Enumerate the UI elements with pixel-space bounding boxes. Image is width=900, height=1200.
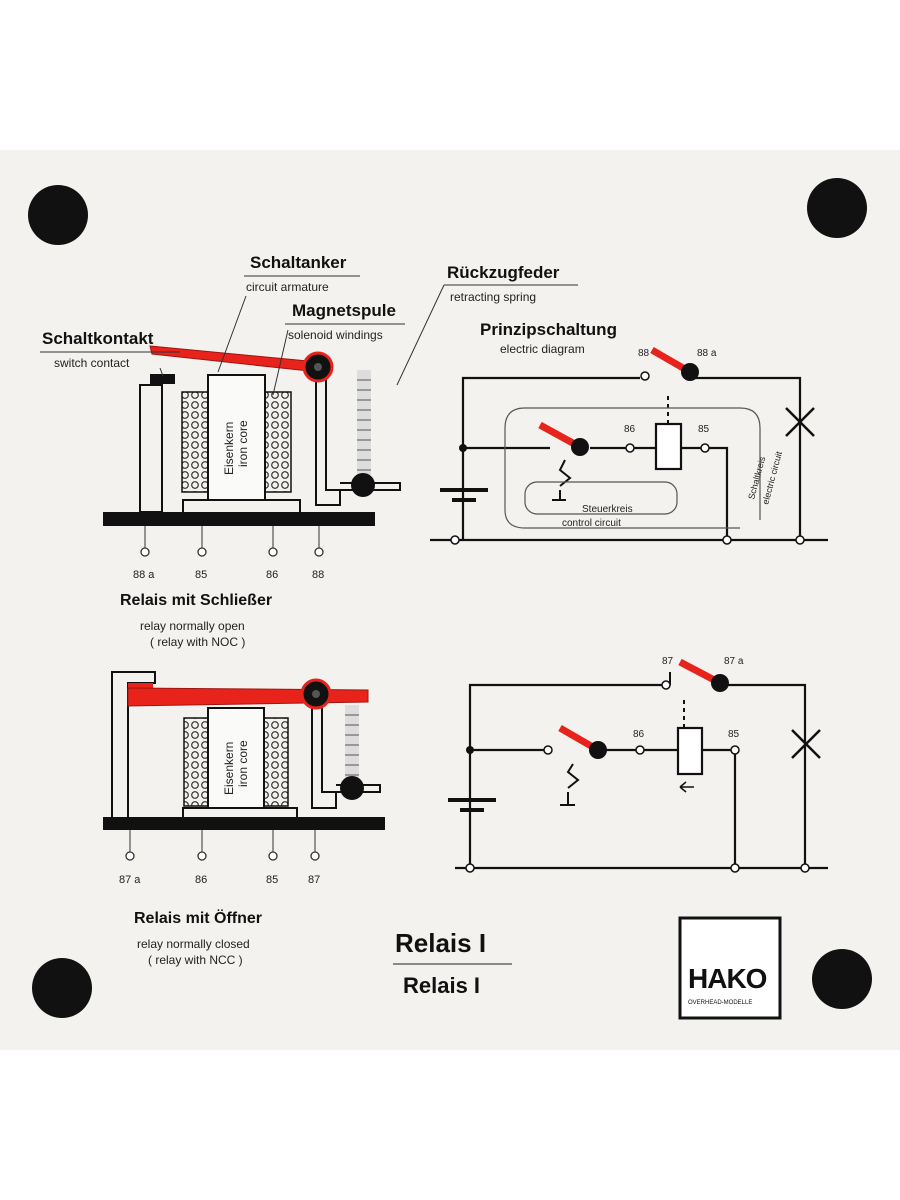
panel-background bbox=[0, 150, 900, 1050]
relay-nc-subtitle: ( relay with NCC ) bbox=[148, 953, 243, 967]
circuit-armature bbox=[149, 345, 319, 373]
control-circuit-label: control circuit bbox=[562, 518, 621, 529]
magnetspule-label: Magnetspule bbox=[292, 301, 396, 320]
mounting-hole bbox=[28, 185, 88, 245]
logo-text: HAKO bbox=[688, 963, 767, 994]
circuit-terminal-label: 87 a bbox=[724, 656, 744, 667]
steuerkreis-label: Steuerkreis bbox=[582, 504, 633, 515]
circuit-terminal-label: 88 bbox=[638, 348, 650, 359]
terminal bbox=[197, 851, 207, 861]
relay-coil-symbol bbox=[654, 422, 683, 471]
iron-core-label: iron core bbox=[236, 420, 250, 467]
relay-no-subtitle: relay normally open bbox=[140, 619, 245, 633]
footer-title: Relais I bbox=[395, 928, 486, 958]
circuit-armature bbox=[127, 687, 369, 707]
terminal-label: 88 bbox=[312, 569, 324, 581]
relay-nc-subtitle: relay normally closed bbox=[137, 937, 250, 951]
electric-diagram-label: electric diagram bbox=[500, 342, 585, 356]
circuit-armature-label: circuit armature bbox=[246, 280, 329, 294]
iron-core-label: iron core bbox=[236, 740, 250, 787]
rueckzugfeder-label: Rückzugfeder bbox=[447, 263, 560, 282]
schematic-no: Steuerkreis control circuit Schaltkreis … bbox=[430, 346, 828, 545]
relay-no-title: Relais mit Schließer bbox=[120, 592, 272, 609]
terminal bbox=[125, 851, 135, 861]
terminal bbox=[268, 851, 278, 861]
mounting-hole bbox=[807, 178, 867, 238]
terminal bbox=[197, 547, 207, 557]
circuit-terminal-label: 85 bbox=[728, 729, 740, 740]
logo-subtext: OVERHEAD-MODELLE bbox=[688, 1000, 752, 1006]
circuit-terminal-label: 88 a bbox=[697, 348, 717, 359]
relay-coil-symbol bbox=[676, 726, 704, 776]
switch-contact-label: switch contact bbox=[54, 356, 130, 370]
relay-no-subtitle: ( relay with NOC ) bbox=[150, 635, 245, 649]
eisenkern-label: Eisenkern bbox=[222, 422, 236, 475]
terminal bbox=[268, 547, 278, 557]
schaltkontakt-label: Schaltkontakt bbox=[42, 329, 154, 348]
spring-anchor bbox=[340, 776, 364, 800]
solenoid-coil bbox=[263, 717, 289, 807]
circuit-terminal-label: 86 bbox=[624, 424, 636, 435]
relay-nc-mechanical: Eisenkern iron core 87 a 86 85 87 bbox=[103, 671, 385, 886]
callouts: Schaltanker circuit armature Rückzugfede… bbox=[40, 253, 617, 396]
solenoid-coil bbox=[183, 717, 209, 807]
relay-no-mechanical: Eisenkern iron core 88 a 85 86 88 bbox=[103, 345, 401, 581]
terminal-label: 85 bbox=[195, 569, 207, 581]
retracting-spring bbox=[357, 370, 371, 475]
terminal-label: 86 bbox=[195, 874, 207, 886]
circuit-terminal-label: 86 bbox=[633, 729, 645, 740]
eisenkern-label: Eisenkern bbox=[222, 742, 236, 795]
switch-contact bbox=[150, 374, 175, 384]
base-plate bbox=[103, 817, 385, 830]
base-plate bbox=[103, 512, 375, 526]
retracting-spring-label: retracting spring bbox=[450, 290, 536, 304]
iron-core bbox=[207, 707, 265, 809]
prinzipschaltung-label: Prinzipschaltung bbox=[480, 320, 617, 339]
circuit-terminal-label: 87 bbox=[662, 656, 674, 667]
terminal bbox=[310, 851, 320, 861]
terminal bbox=[140, 547, 150, 557]
spring-anchor bbox=[351, 473, 375, 497]
mounting-hole bbox=[812, 949, 872, 1009]
terminal bbox=[314, 547, 324, 557]
solenoid-coil bbox=[181, 391, 209, 493]
schaltanker-label: Schaltanker bbox=[250, 253, 347, 272]
terminal-label: 87 a bbox=[119, 874, 141, 886]
terminal-label: 85 bbox=[266, 874, 278, 886]
iron-core bbox=[207, 374, 266, 501]
solenoid-windings-label: solenoid windings bbox=[288, 328, 383, 342]
mounting-hole bbox=[32, 958, 92, 1018]
footer-subtitle: Relais I bbox=[403, 973, 480, 998]
hako-logo: HAKO OVERHEAD-MODELLE bbox=[678, 916, 782, 1020]
terminal-label: 88 a bbox=[133, 569, 155, 581]
terminal-label: 87 bbox=[308, 874, 320, 886]
retracting-spring bbox=[345, 705, 359, 780]
relay-nc-title: Relais mit Öffner bbox=[134, 908, 262, 927]
solenoid-coil bbox=[264, 391, 292, 493]
terminal-label: 86 bbox=[266, 569, 278, 581]
schematic-nc: 87 87 a 86 85 bbox=[448, 656, 828, 873]
circuit-terminal-label: 85 bbox=[698, 424, 710, 435]
